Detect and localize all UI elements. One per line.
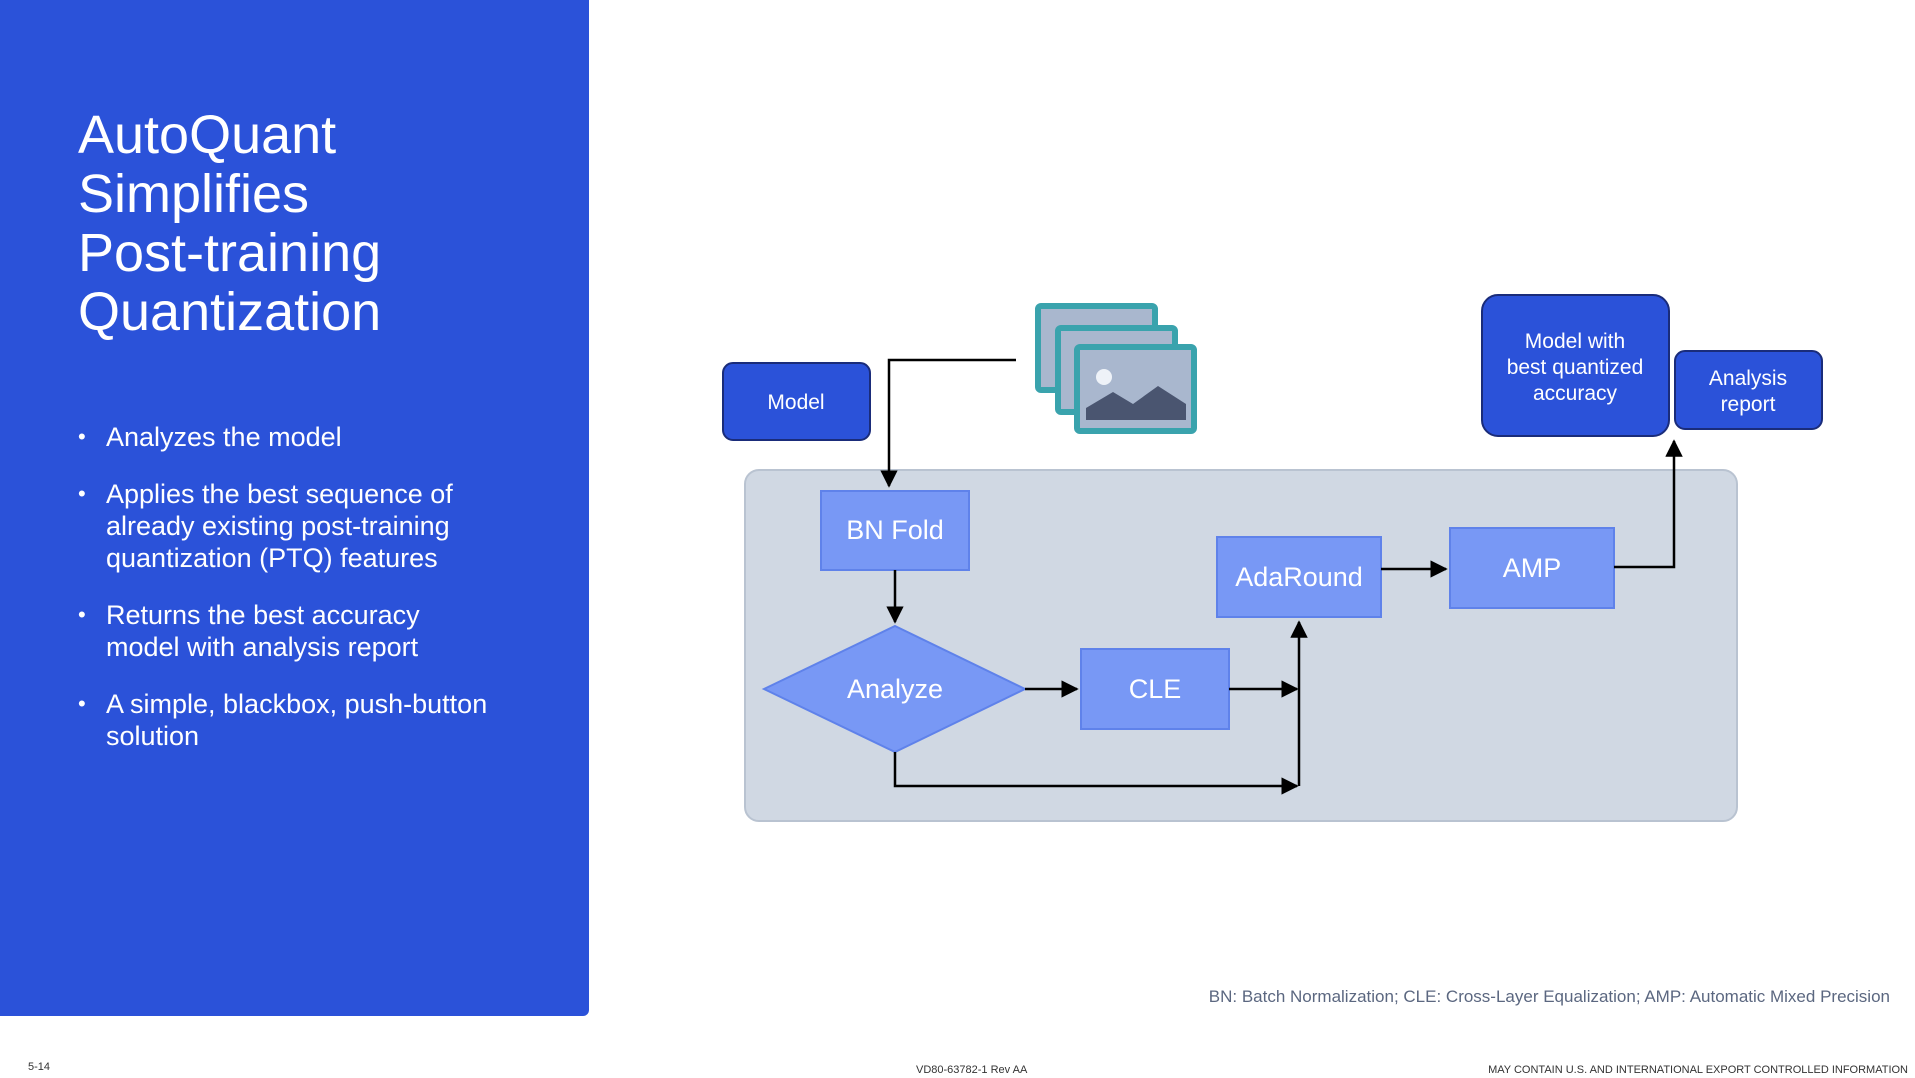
abbreviation-footnote: BN: Batch Normalization; CLE: Cross-Laye…	[1208, 987, 1890, 1006]
bullet-item: Analyzes the model	[78, 421, 498, 453]
bullet-item: Applies the best sequence of already exi…	[78, 478, 498, 574]
arrow-analyze-bypass	[893, 752, 1299, 795]
output-model-line: accuracy	[1533, 382, 1618, 405]
adaround-label: AdaRound	[1235, 562, 1363, 592]
cle-box: CLE	[1080, 648, 1230, 730]
model-label: Model	[767, 391, 824, 414]
export-notice: MAY CONTAIN U.S. AND INTERNATIONAL EXPOR…	[1488, 1064, 1908, 1076]
bullet-item: A simple, blackbox, push-button solution	[78, 688, 498, 752]
output-model-line: best quantized	[1507, 356, 1644, 379]
title-line: Simplifies	[78, 164, 310, 224]
amp-box: AMP	[1449, 527, 1615, 609]
cle-label: CLE	[1129, 674, 1182, 704]
left-panel: AutoQuant Simplifies Post-training Quant…	[0, 0, 589, 1016]
adaround-box: AdaRound	[1216, 536, 1382, 618]
analysis-report-box: Analysis report	[1674, 350, 1823, 430]
title-line: Quantization	[78, 282, 382, 342]
bn-fold-label: BN Fold	[846, 515, 944, 545]
arrow-images-to-bnfold	[880, 358, 1016, 488]
model-box: Model	[722, 362, 871, 441]
output-model-box: Model with best quantized accuracy	[1481, 294, 1670, 437]
stacked-images-icon	[1035, 303, 1197, 434]
title-line: Post-training	[78, 223, 382, 283]
output-model-line: Model with	[1525, 330, 1625, 353]
document-id: VD80-63782-1 Rev AA	[916, 1064, 1028, 1076]
analysis-report-line: report	[1721, 393, 1776, 416]
bn-fold-box: BN Fold	[820, 490, 970, 571]
bullet-item: Returns the best accuracy model with ana…	[78, 599, 498, 663]
connectors	[880, 358, 1683, 795]
slide-title: AutoQuant Simplifies Post-training Quant…	[78, 106, 558, 342]
arrow-amp-to-output	[1614, 439, 1683, 569]
bullet-list: Analyzes the model Applies the best sequ…	[78, 421, 498, 777]
title-line: AutoQuant	[78, 105, 337, 165]
analysis-report-line: Analysis	[1709, 367, 1787, 390]
analyze-label: Analyze	[847, 674, 943, 704]
page-number: 5-14	[28, 1061, 51, 1073]
amp-label: AMP	[1503, 553, 1562, 583]
